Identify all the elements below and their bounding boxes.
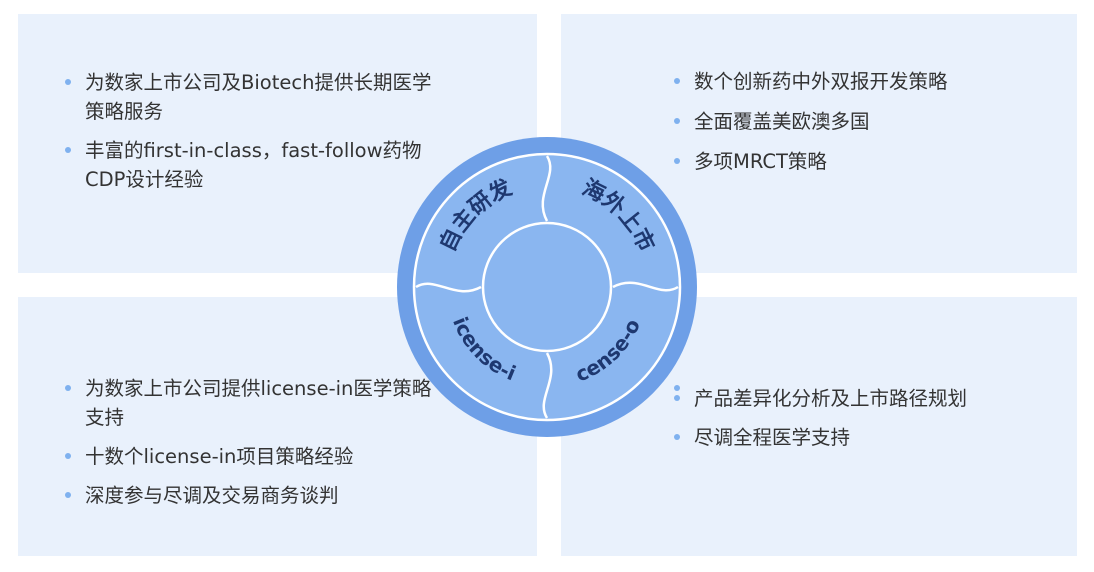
list-item: 多项MRCT策略 bbox=[672, 147, 1052, 176]
list-item: 数个创新药中外双报开发策略 bbox=[672, 67, 1052, 96]
bullet-list: 为数家上市公司及Biotech提供长期医学策略服务 丰富的first-in-cl… bbox=[63, 68, 438, 204]
list-item: 为数家上市公司及Biotech提供长期医学策略服务 bbox=[63, 68, 438, 126]
list-item: 丰富的first-in-class，fast-follow药物CDP设计经验 bbox=[63, 136, 438, 194]
bullet-list: 为数家上市公司提供license-in医学策略支持 十数个license-in项… bbox=[63, 374, 438, 520]
list-item: 尽调全程医学支持 bbox=[672, 423, 1052, 452]
list-item: 为数家上市公司提供license-in医学策略支持 bbox=[63, 374, 438, 432]
strategy-wheel: 自主研发 海外上市 License-in License-out bbox=[397, 137, 697, 437]
panel-top-left: 为数家上市公司及Biotech提供长期医学策略服务 丰富的first-in-cl… bbox=[18, 14, 537, 273]
list-item: 全面覆盖美欧澳多国 bbox=[672, 107, 1052, 136]
bullet-list: 产品差异化分析及上市路径规划 尽调全程医学支持 bbox=[672, 374, 1052, 462]
list-item: 深度参与尽调及交易商务谈判 bbox=[63, 481, 438, 510]
wheel-center bbox=[481, 221, 613, 353]
wheel-outer-border bbox=[412, 152, 682, 422]
list-item: 产品差异化分析及上市路径规划 bbox=[672, 384, 1052, 413]
list-item: 十数个license-in项目策略经验 bbox=[63, 442, 438, 471]
bullet-list: 数个创新药中外双报开发策略 全面覆盖美欧澳多国 多项MRCT策略 bbox=[672, 67, 1052, 187]
wheel-dividers bbox=[415, 155, 679, 419]
